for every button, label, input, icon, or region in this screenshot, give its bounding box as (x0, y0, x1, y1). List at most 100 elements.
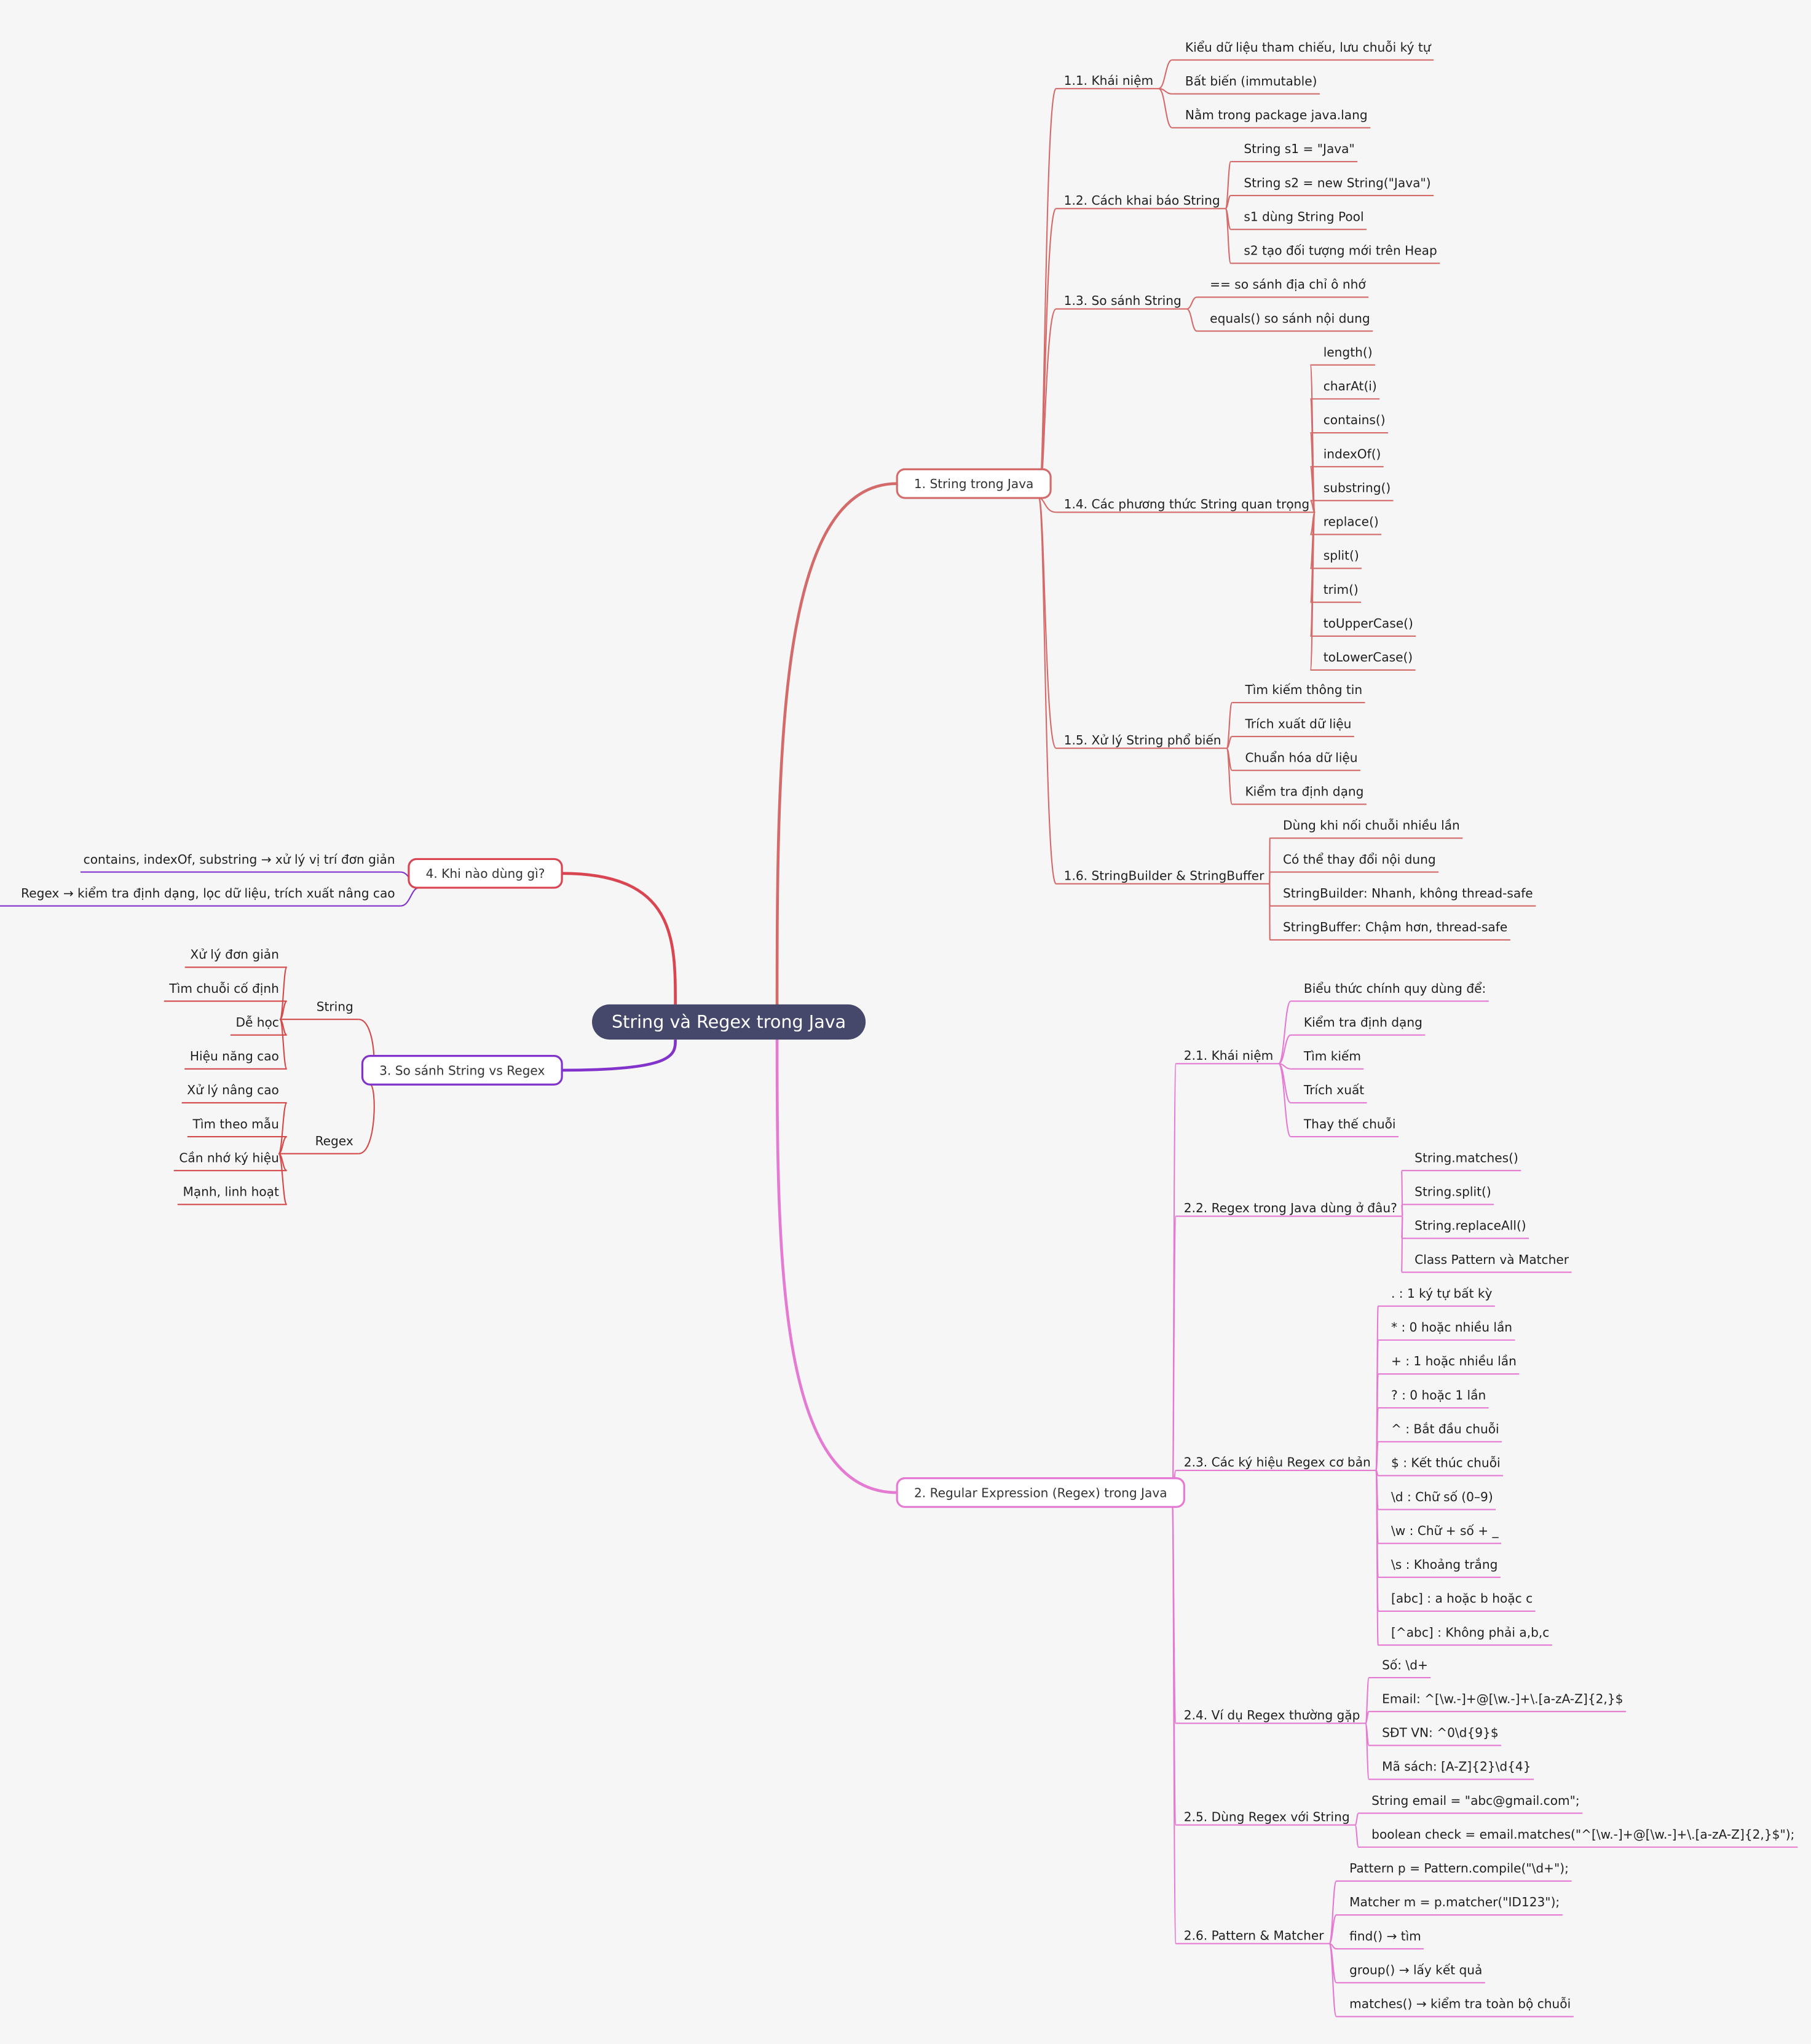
leaf-label: Dùng khi nối chuỗi nhiều lần (1283, 818, 1460, 833)
leaf-label: Regex → kiểm tra định dạng, lọc dữ liệu,… (21, 886, 395, 901)
leaf-label: Số: \d+ (1382, 1657, 1428, 1672)
leaf-label: $ : Kết thúc chuỗi (1391, 1456, 1501, 1470)
leaf-link (1225, 208, 1232, 264)
leaf-label: s1 dùng String Pool (1244, 209, 1363, 224)
leaf-label: Cần nhớ ký hiệu (179, 1150, 278, 1165)
branch-2-node-box (896, 1477, 1185, 1508)
leaf-label: Tìm chuỗi cố định (168, 981, 278, 996)
leaf-label: Thay thế chuỗi (1303, 1116, 1396, 1131)
leaf-label: SĐT VN: ^0\d{9}$ (1382, 1726, 1499, 1740)
branch-2-sub-1-label: 2.1. Khái niệm (1184, 1048, 1273, 1063)
leaf-label: contains() (1324, 412, 1386, 427)
leaf-label: Xử lý đơn giản (190, 947, 279, 962)
leaf-link (1158, 59, 1173, 90)
leaf-link (1226, 748, 1233, 805)
branch-1-node-box (896, 468, 1052, 499)
leaf-label: Nằm trong package java.lang (1185, 108, 1368, 122)
leaf-label: Xử lý nâng cao (187, 1083, 279, 1097)
leaf-label: Pattern p = Pattern.compile("\d+"); (1349, 1861, 1569, 1876)
branch-1-sub-6-label: 1.6. StringBuilder & StringBuffer (1064, 868, 1265, 883)
branch-3-node[interactable]: 3. So sánh String vs Regex (361, 1055, 563, 1086)
branch-1-sub-4-label: 1.4. Các phương thức String quan trọng (1064, 497, 1310, 511)
root-node[interactable]: String và Regex trong Java (592, 1004, 866, 1040)
leaf-label: split() (1324, 548, 1359, 563)
root-node-label: String và Regex trong Java (612, 1011, 846, 1032)
leaf-label: \d : Chữ số (0–9) (1391, 1490, 1493, 1504)
branch-2-node[interactable]: 2. Regular Expression (Regex) trong Java (896, 1477, 1185, 1508)
leaf-label: Matcher m = p.matcher("ID123"); (1349, 1895, 1560, 1909)
branch-4-node-label: 4. Khi nào dùng gì? (426, 866, 545, 881)
leaf-label: . : 1 ký tự bất kỳ (1391, 1286, 1493, 1301)
root-node-box (592, 1004, 866, 1040)
leaf-label: group() → lấy kết quả (1349, 1962, 1482, 1977)
branch-3-node-label: 3. So sánh String vs Regex (379, 1063, 545, 1078)
branch-3-sub-2-label: Regex (315, 1134, 353, 1148)
leaf-label: String.matches() (1414, 1150, 1518, 1165)
leaf-label: Có thể thay đổi nội dung (1283, 852, 1436, 867)
leaf-link (1277, 1063, 1292, 1138)
branch-2-node-label: 2. Regular Expression (Regex) trong Java (914, 1485, 1167, 1500)
leaf-label: [^abc] : Không phải a,b,c (1391, 1625, 1549, 1640)
leaf-link (1354, 1824, 1360, 1848)
leaf-label: \s : Khoảng trắng (1391, 1557, 1497, 1572)
leaf-label: length() (1324, 345, 1373, 360)
branch-1-node[interactable]: 1. String trong Java (896, 468, 1052, 499)
branch-1-node-label: 1. String trong Java (914, 476, 1034, 491)
leaf-link (1269, 871, 1271, 885)
leaf-label: Kiểm tra định dạng (1304, 1015, 1422, 1030)
branch-1-sub-1-label: 1.1. Khái niệm (1064, 73, 1153, 88)
leaf-label: contains, indexOf, substring → xử lý vị … (84, 852, 395, 867)
leaf-label: StringBuilder: Nhanh, không thread-safe (1283, 886, 1533, 901)
leaf-link (278, 1153, 288, 1205)
leaf-link (1354, 1812, 1360, 1826)
branch-3-link (562, 1040, 677, 1072)
leaf-label: + : 1 hoặc nhiều lần (1391, 1354, 1517, 1368)
leaf-label: find() → tìm (1349, 1928, 1421, 1943)
leaf-link (1328, 1880, 1337, 1944)
leaf-link (1269, 883, 1271, 941)
branch-3-sub-1-label: String (317, 999, 353, 1014)
branch-1-sub-6-link (1038, 497, 1057, 885)
leaf-label: String s2 = new String("Java") (1244, 175, 1430, 190)
leaf-label: Email: ^[\w.-]+@[\w.-]+\.[a-zA-Z]{2,}$ (1382, 1691, 1623, 1706)
leaf-label: Mạnh, linh hoạt (183, 1185, 279, 1199)
branch-4-node[interactable]: 4. Khi nào dùng gì? (408, 858, 563, 889)
leaf-label: toLowerCase() (1324, 650, 1413, 665)
leaf-label: String s1 = "Java" (1244, 141, 1354, 156)
branch-2-sub-4-label: 2.4. Ví dụ Regex thường gặp (1184, 1708, 1360, 1722)
leaf-label: equals() so sánh nội dung (1210, 311, 1370, 326)
leaf-link (1375, 1469, 1379, 1646)
leaf-link (1158, 88, 1173, 128)
leaf-label: ? : 0 hoặc 1 lần (1391, 1387, 1486, 1402)
leaf-label: \w : Chữ + số + _ (1391, 1523, 1499, 1538)
branch-4-link (562, 872, 677, 1004)
branch-1-sub-5-label: 1.5. Xử lý String phổ biến (1064, 733, 1221, 748)
branch-2-sub-2-label: 2.2. Regex trong Java dùng ở đâu? (1184, 1201, 1397, 1215)
leaf-label: Dễ học (235, 1015, 278, 1030)
leaf-link (1375, 1441, 1379, 1471)
leaf-label: Chuẩn hóa dữ liệu (1245, 750, 1357, 765)
leaf-label: * : 0 hoặc nhiều lần (1391, 1320, 1512, 1335)
branch-2-link (775, 1022, 898, 1494)
leaf-label: String.replaceAll() (1414, 1218, 1526, 1233)
branch-3-node-box (361, 1055, 563, 1086)
leaf-label: ^ : Bắt đầu chuỗi (1391, 1421, 1499, 1436)
leaf-label: String.split() (1414, 1185, 1491, 1199)
leaf-label: s2 tạo đối tượng mới trên Heap (1244, 243, 1437, 258)
branch-1-link (775, 482, 898, 1022)
leaf-label: Kiểm tra định dạng (1245, 784, 1363, 799)
branch-1-sub-3-label: 1.3. So sánh String (1064, 293, 1182, 308)
leaf-label: boolean check = email.matches("^[\w.-]+@… (1371, 1827, 1794, 1842)
leaf-link (400, 887, 420, 907)
branch-2-sub-5-label: 2.5. Dùng Regex với String (1184, 1809, 1350, 1824)
branch-2-sub-6-link (1172, 1506, 1177, 1944)
leaf-link (1277, 1000, 1292, 1065)
leaf-label: Tìm theo mẫu (192, 1116, 279, 1131)
leaf-label: replace() (1324, 515, 1379, 529)
leaf-label: == so sánh địa chỉ ô nhớ (1210, 277, 1366, 292)
leaf-link (1365, 1722, 1370, 1780)
branch-1-sub-2-label: 1.2. Cách khai báo String (1064, 193, 1220, 208)
leaf-label: StringBuffer: Chậm hơn, thread-safe (1283, 920, 1507, 934)
leaf-label: substring() (1324, 480, 1391, 495)
